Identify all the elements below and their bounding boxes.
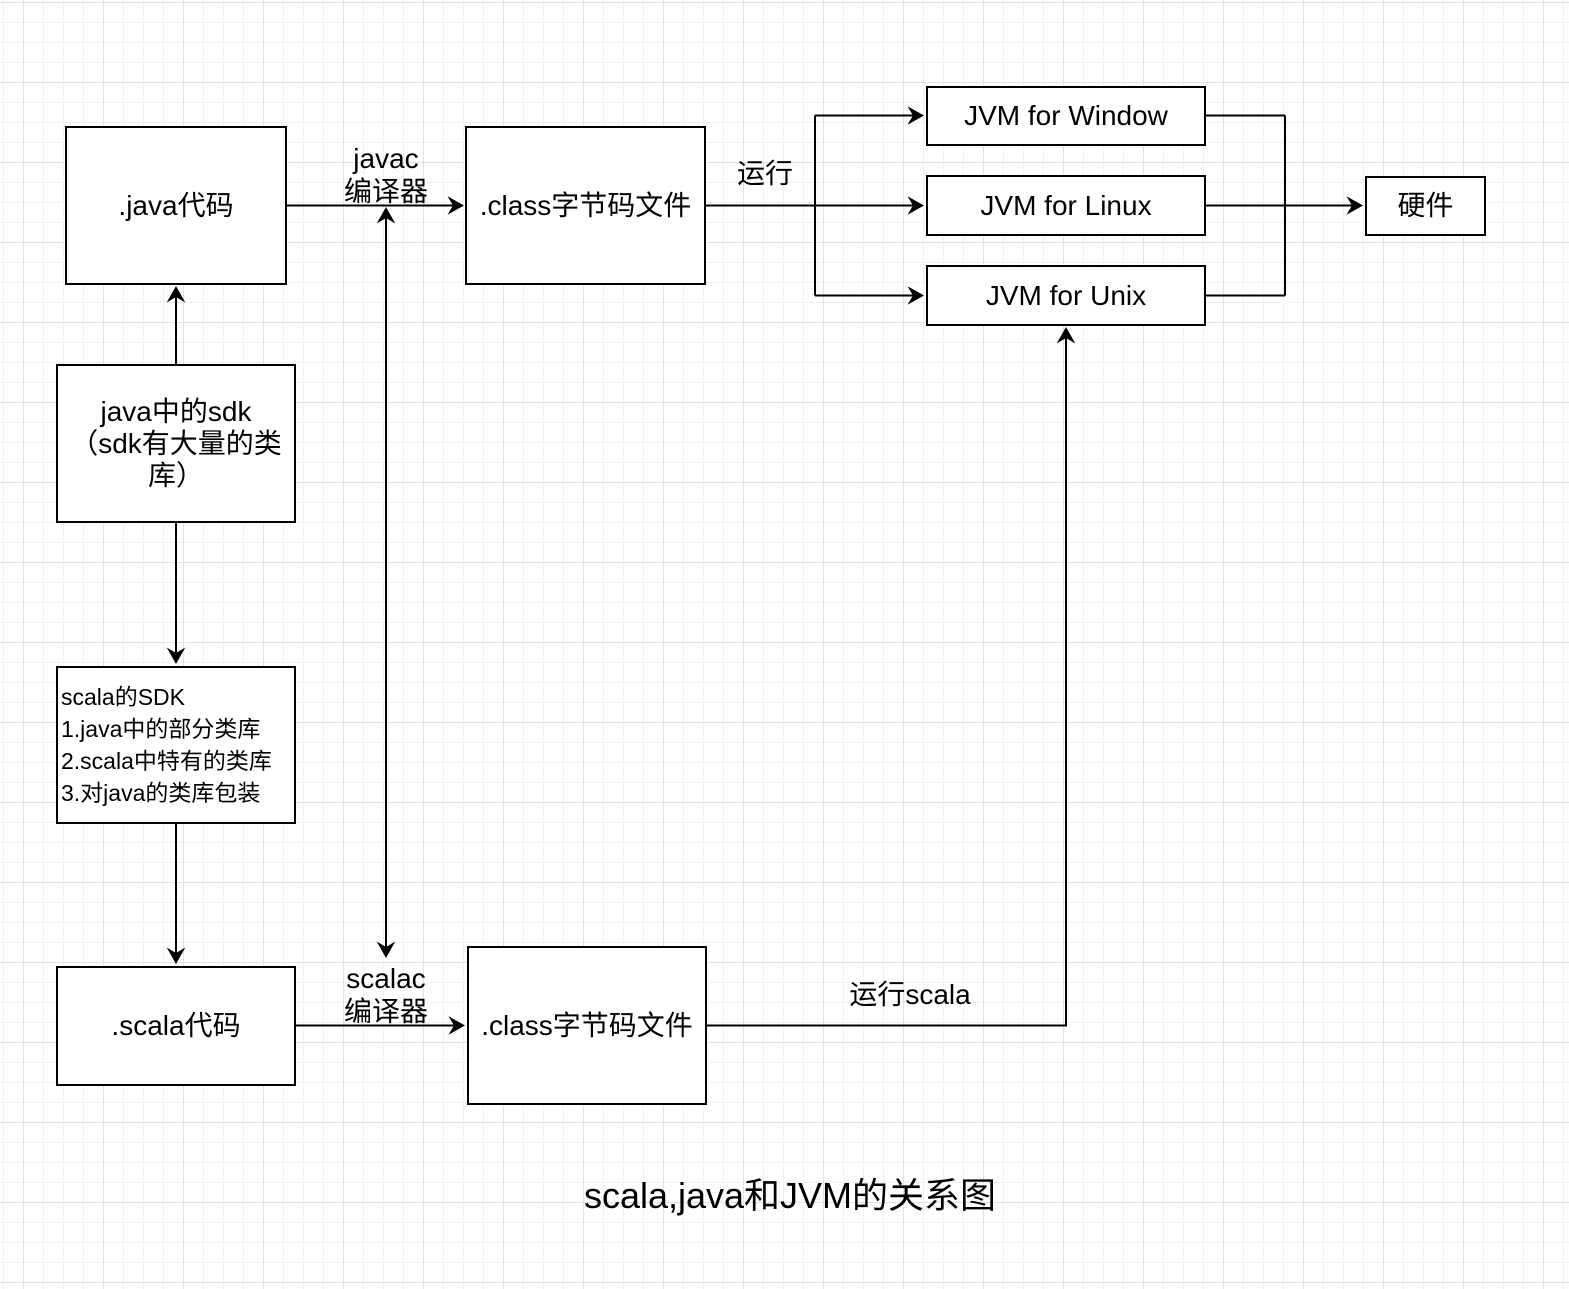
node-jvm-window-label: JVM for Window bbox=[964, 100, 1168, 131]
arrowhead-to-jvm-linux bbox=[907, 196, 924, 215]
node-scala-sdk-line4: 3.对java的类库包装 bbox=[61, 780, 261, 806]
arrowhead-to-hardware bbox=[1346, 196, 1363, 215]
edge-label-javac-compiler: javac 编译器 bbox=[344, 142, 428, 208]
node-java-code-label: .java代码 bbox=[118, 189, 234, 221]
edge-label-scalac-line2: 编译器 bbox=[343, 996, 429, 1027]
edge-label-run-scala-text: 运行scala bbox=[849, 979, 971, 1010]
node-class-file-bottom-label: .class字节码文件 bbox=[481, 1009, 693, 1041]
node-jvm-window: JVM for Window bbox=[926, 86, 1206, 146]
arrowhead-to-jvm-window bbox=[907, 106, 924, 125]
node-jvm-linux: JVM for Linux bbox=[926, 175, 1206, 236]
node-java-code: .java代码 bbox=[65, 126, 287, 285]
arrowhead-to-scalasdk bbox=[166, 647, 186, 664]
node-class-file-top-label: .class字节码文件 bbox=[479, 189, 692, 221]
node-hardware-label: 硬件 bbox=[1397, 190, 1454, 221]
edge-label-scalac-compiler: scalac 编译器 bbox=[344, 962, 428, 1028]
node-scala-sdk-line1: scala的SDK bbox=[61, 684, 185, 710]
node-scala-sdk-line2: 1.java中的部分类库 bbox=[61, 716, 261, 742]
node-java-sdk-line3: 库） bbox=[147, 459, 204, 491]
node-java-sdk: java中的sdk （sdk有大量的类 库） bbox=[56, 364, 296, 523]
arrowhead-compilers-top bbox=[376, 207, 396, 224]
arrowhead-javacode-to-class bbox=[447, 196, 464, 215]
node-jvm-unix-label: JVM for Unix bbox=[985, 279, 1147, 311]
node-class-file-bottom: .class字节码文件 bbox=[467, 946, 707, 1105]
edge-label-run: 运行 bbox=[737, 157, 793, 190]
node-scala-sdk-line3: 2.scala中特有的类库 bbox=[61, 748, 272, 774]
edge-label-javac-line2: 编译器 bbox=[343, 176, 429, 207]
edge-label-run-text: 运行 bbox=[736, 158, 794, 189]
arrowhead-compilers-bottom bbox=[376, 941, 396, 958]
arrowhead-to-javacode bbox=[166, 286, 186, 303]
node-java-sdk-line1: java中的sdk bbox=[100, 395, 252, 427]
diagram-title: scala,java和JVM的关系图 bbox=[583, 1175, 997, 1216]
node-jvm-linux-label: JVM for Linux bbox=[980, 189, 1152, 221]
edge-label-javac-line1: javac bbox=[353, 143, 419, 174]
edge-classbottom-to-unix bbox=[707, 338, 1067, 1027]
node-jvm-unix: JVM for Unix bbox=[926, 265, 1206, 326]
edge-label-scalac-line1: scalac bbox=[346, 963, 426, 994]
arrowhead-to-scalacode bbox=[166, 947, 186, 964]
edge-label-run-scala: 运行scala bbox=[849, 978, 970, 1011]
arrowhead-scalacode-to-class bbox=[448, 1016, 465, 1035]
arrowhead-classbottom-to-unix bbox=[1056, 327, 1076, 344]
node-scala-sdk: scala的SDK 1.java中的部分类库 2.scala中特有的类库 3.对… bbox=[56, 666, 296, 824]
node-hardware: 硬件 bbox=[1365, 176, 1486, 236]
arrowhead-to-jvm-unix bbox=[907, 286, 924, 305]
node-scala-code-label: .scala代码 bbox=[111, 1010, 241, 1041]
node-class-file-top: .class字节码文件 bbox=[465, 126, 706, 285]
node-scala-code: .scala代码 bbox=[56, 966, 296, 1086]
node-java-sdk-line2: （sdk有大量的类 bbox=[70, 427, 282, 459]
